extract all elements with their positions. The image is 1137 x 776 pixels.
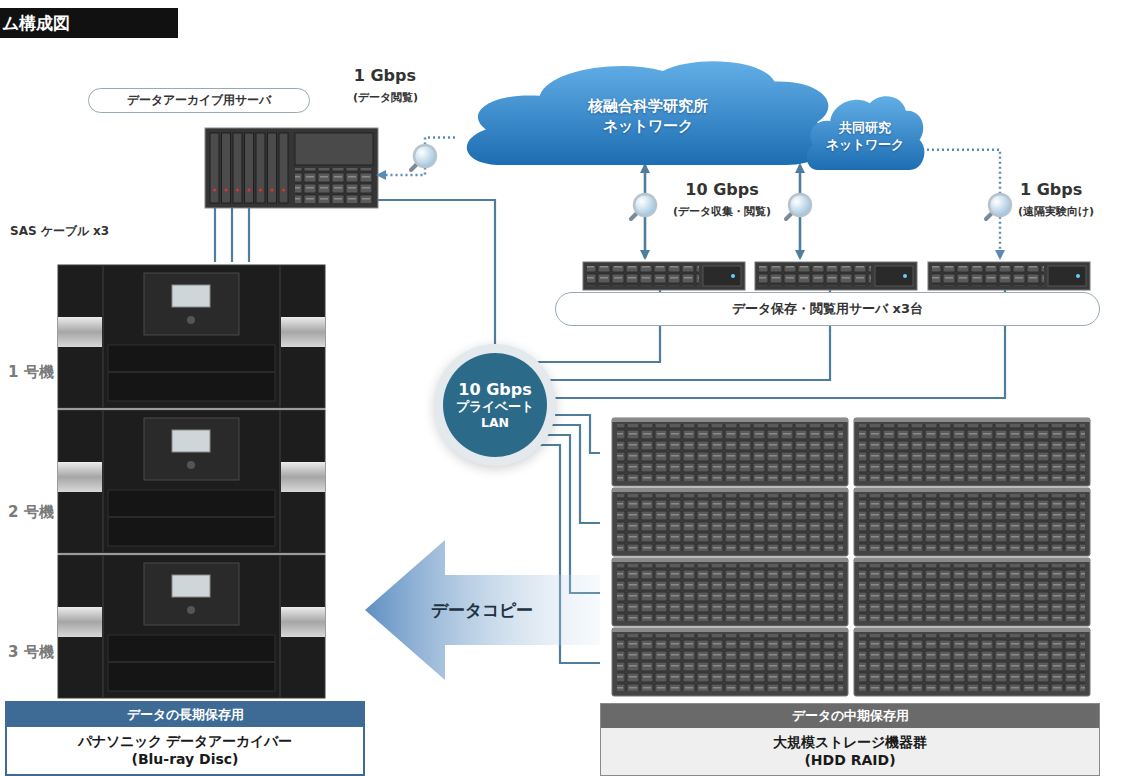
link-label: データコピー — [431, 599, 533, 621]
lan-hub: 10 Gbpsプライベート LAN — [443, 353, 547, 457]
magnifier-icon — [786, 194, 811, 219]
node-label: パナソニック データアーカイバー (Blu-ray Disc) — [60, 727, 310, 774]
magnifier-icon — [631, 194, 656, 219]
node-label: データの長期保存用 — [7, 703, 363, 727]
archiver-cabinet — [58, 410, 325, 553]
network-cloud: 核融合科学研究所 ネットワーク — [455, 55, 840, 165]
link-purpose: (データ閲覧) — [353, 90, 418, 105]
archive-server-picture — [224, 188, 227, 191]
archive-server-picture — [222, 133, 231, 203]
server-picture — [755, 262, 917, 290]
archive-server-picture — [245, 133, 254, 203]
archive-server-picture — [213, 188, 216, 191]
node-label: データの中期保存用 — [601, 704, 1099, 728]
network-link — [524, 330, 1005, 398]
archive-server-picture — [210, 133, 219, 203]
archive-server-picture — [295, 168, 373, 203]
unit-number: 1 号機 — [8, 362, 54, 382]
link-label: 1 Gbps — [1018, 180, 1084, 200]
server-group: データ保存・閲覧用サーバ x3台 — [555, 258, 1100, 330]
link-label: 10 Gbps — [683, 180, 760, 200]
storage-rack — [854, 628, 1090, 696]
node-label: 大規模ストレージ機器群 (HDD RAID) — [760, 728, 940, 775]
storage-unit: データの中期保存用大規模ストレージ機器群 (HDD RAID) — [600, 418, 1100, 776]
archiver-cabinet — [58, 265, 325, 408]
node-label: 共同研究 ネットワーク — [817, 120, 913, 154]
archive-server-picture — [233, 133, 242, 203]
diagram-title: ム構成図 — [0, 8, 178, 38]
storage-rack — [612, 418, 848, 486]
caption-box: データの中期保存用大規模ストレージ機器群 (HDD RAID) — [600, 703, 1100, 776]
node-label: プライベート LAN — [453, 399, 537, 430]
storage-rack — [854, 488, 1090, 556]
archive-server: データアーカイブ用サーバ — [88, 88, 378, 208]
archive-server-picture — [205, 128, 378, 208]
cloud-text: 核融合科学研究所 ネットワーク — [455, 55, 840, 165]
server-picture — [583, 262, 1090, 290]
link-label: 1 Gbps — [352, 66, 418, 86]
node-label: データ保存・閲覧用サーバ x3台 — [555, 292, 1100, 326]
archive-server-picture — [256, 133, 265, 203]
archive-server-picture — [270, 188, 273, 191]
archive-server-picture — [295, 133, 373, 165]
archive-server-picture — [259, 188, 262, 191]
hub-text: 10 Gbpsプライベート LAN — [443, 353, 547, 457]
node-label: 10 Gbps — [458, 380, 531, 399]
archive-server-picture — [236, 188, 239, 191]
server-picture — [583, 262, 745, 290]
storage-rack — [612, 418, 1090, 696]
storage-rack — [854, 558, 1090, 626]
archiver-unit: データの長期保存用パナソニック データアーカイバー (Blu-ray Disc) — [5, 262, 365, 776]
cloud-shape — [467, 61, 832, 165]
network-link — [378, 200, 495, 353]
node-label: データアーカイブ用サーバ — [88, 88, 310, 113]
unit-number: 3 号機 — [8, 642, 54, 662]
archiver-cabinet — [58, 265, 325, 698]
magnifier-icon — [986, 194, 1011, 219]
magnifier-icon — [411, 145, 436, 170]
storage-rack — [612, 628, 848, 696]
storage-rack — [612, 488, 848, 556]
server-picture — [928, 262, 1090, 290]
node-label: 核融合科学研究所 ネットワーク — [563, 96, 733, 137]
archive-server-picture — [247, 188, 250, 191]
archive-server-picture — [268, 133, 277, 203]
archive-server-picture — [282, 188, 285, 191]
network-link — [215, 208, 249, 262]
copy-arrow — [365, 540, 600, 680]
dotted-link — [378, 138, 455, 176]
cloud-text: 共同研究 ネットワーク — [803, 92, 927, 170]
caption-box: データの長期保存用パナソニック データアーカイバー (Blu-ray Disc) — [5, 701, 365, 776]
link-purpose: (データ収集・閲覧) — [673, 204, 771, 219]
link-label: SAS ケーブル x3 — [10, 222, 109, 240]
storage-rack — [612, 558, 848, 626]
link-purpose: (遠隔実験向け) — [1018, 204, 1094, 219]
archive-server-picture — [279, 133, 288, 203]
unit-number: 2 号機 — [8, 502, 54, 522]
network-cloud: 共同研究 ネットワーク — [803, 92, 927, 170]
archive-server-picture — [205, 128, 378, 208]
archiver-cabinet — [58, 555, 325, 698]
cloud-shape — [807, 96, 925, 170]
storage-rack — [854, 418, 1090, 486]
